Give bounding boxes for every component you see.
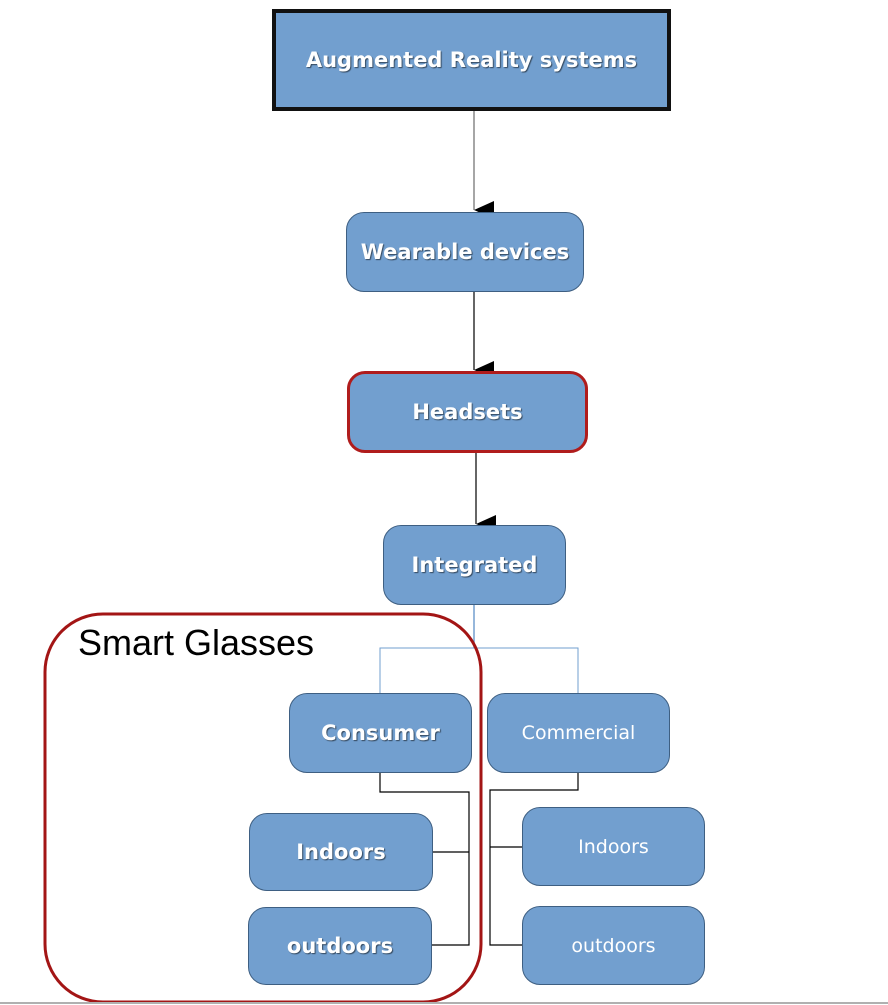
node-consumer-indoors: Indoors <box>249 813 433 891</box>
node-commercial-outdoors: outdoors <box>522 906 705 985</box>
node-label: Indoors <box>578 835 649 858</box>
node-label: outdoors <box>286 934 394 958</box>
node-integrated: Integrated <box>383 525 566 605</box>
node-label: Commercial <box>521 722 636 744</box>
node-consumer: Consumer <box>289 693 472 773</box>
smart-glasses-label: Smart Glasses <box>78 622 315 663</box>
node-commercial-indoors: Indoors <box>522 807 705 886</box>
node-augmented-reality-systems: Augmented Reality systems <box>272 9 671 111</box>
node-label: outdoors <box>571 934 656 957</box>
branch-connector-consumer <box>379 647 579 693</box>
connector-commercial-children <box>489 772 579 946</box>
node-label: Indoors <box>296 840 386 864</box>
node-label: Wearable devices <box>360 240 570 264</box>
node-label: Headsets <box>412 400 523 424</box>
node-headsets: Headsets <box>347 371 588 453</box>
node-label: Augmented Reality systems <box>305 48 638 72</box>
node-wearable-devices: Wearable devices <box>346 212 584 292</box>
node-label: Integrated <box>411 553 538 577</box>
connector-consumer-children <box>379 772 470 946</box>
node-consumer-outdoors: outdoors <box>248 907 432 985</box>
node-commercial: Commercial <box>487 693 670 773</box>
node-label: Consumer <box>321 721 440 745</box>
bottom-divider <box>0 1002 888 1004</box>
